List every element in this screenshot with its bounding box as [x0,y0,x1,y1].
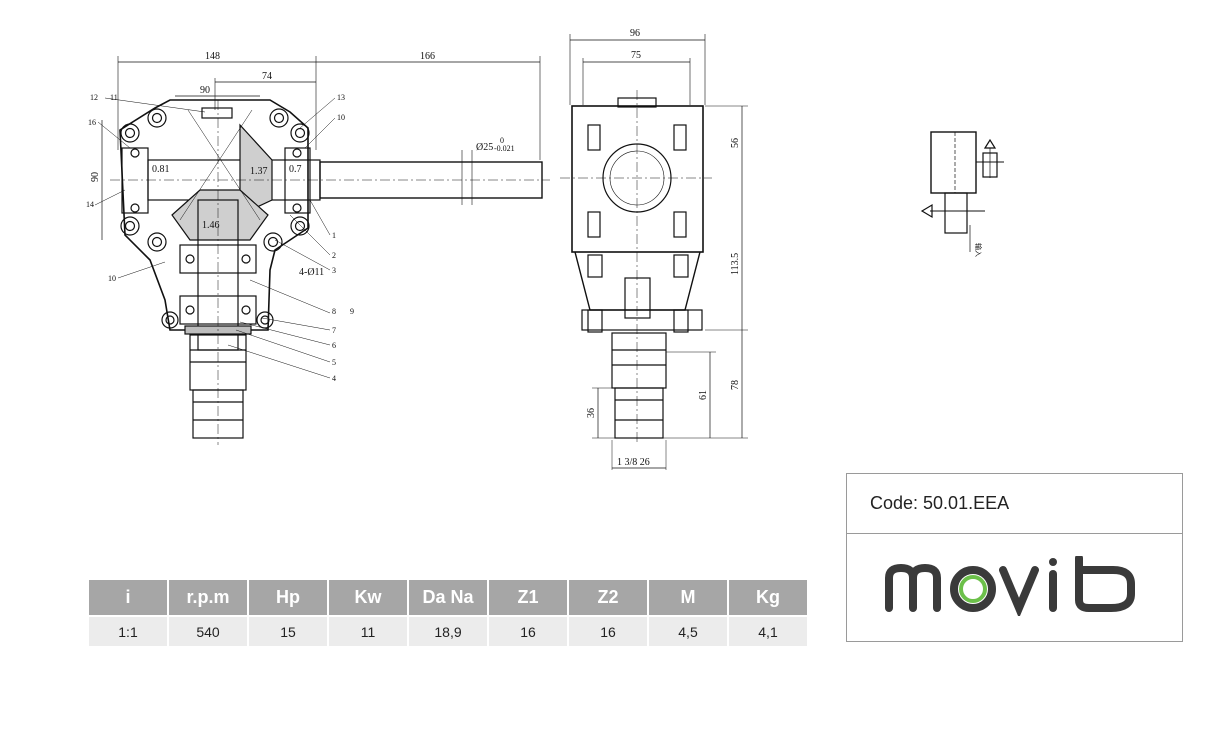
product-code-box: Code: 50.01.EEA [846,473,1183,642]
table-row: 1:1 540 15 11 18,9 16 16 4,5 4,1 [89,615,807,646]
movit-logo [885,556,1135,616]
callout-4: 4 [332,374,336,383]
cell-dana: 18,9 [408,615,489,646]
specs-header-row: i r.p.m Hp Kw Da Na Z1 Z2 M Kg [89,580,807,616]
specs-table: i r.p.m Hp Kw Da Na Z1 Z2 M Kg 1:1 540 1… [89,580,807,646]
callout-12: 12 [90,93,98,102]
cell-i: 1:1 [89,615,169,646]
dim-shaft-len: 61 [698,390,709,400]
dim-bolt-holes: 4-Ø11 [299,267,324,278]
dim-width-inner: 75 [631,50,641,61]
cell-rpm: 540 [168,615,249,646]
cell-kg: 4,1 [728,615,807,646]
dim-center-offset: 74 [262,71,272,82]
cell-m: 4,5 [648,615,729,646]
front-view [94,56,550,445]
header-dana: Da Na [408,580,489,616]
dim-overall-right: 166 [420,51,435,62]
dim-spline-len: 36 [586,408,597,418]
side-view [560,34,748,470]
callout-11: 11 [110,93,118,102]
header-kg: Kg [728,580,807,616]
schematic-symbol [920,131,1004,252]
cell-z2: 16 [568,615,649,646]
header-z2: Z2 [568,580,649,616]
header-hp: Hp [248,580,329,616]
header-m: M [648,580,729,616]
cell-z1: 16 [488,615,569,646]
dim-shaft-tol-bottom: -0.021 [494,144,515,153]
header-z1: Z1 [488,580,569,616]
callout-13: 13 [337,93,345,102]
header-rpm: r.p.m [168,580,249,616]
callout-5: 5 [332,358,336,367]
dim-height-top: 56 [730,138,741,148]
product-code: Code: 50.01.EEA [847,474,1182,534]
dim-width-outer: 96 [630,28,640,39]
dim-gear-gap: 1.46 [202,220,220,231]
dim-height-mid: 113.5 [730,253,741,275]
callout-1: 1 [332,231,336,240]
cell-hp: 15 [248,615,329,646]
dim-bearing-b: 1.37 [250,166,268,177]
dim-shaft-tol-top: 0 [500,136,504,145]
callout-3: 3 [332,266,336,275]
callout-2: 2 [332,251,336,260]
dim-top-width: 90 [200,85,210,96]
dim-height-left: 90 [90,172,101,182]
dim-shaft-dia: Ø25 [476,142,493,153]
callout-10-right: 10 [337,113,345,122]
dim-spline-dia: 1 3/8 26 [617,457,650,468]
dim-bearing-a: 0.81 [152,164,170,175]
dim-bearing-c: 0.7 [289,164,302,175]
callout-10-left: 10 [108,274,116,283]
callout-8: 8 [332,307,336,316]
callout-9: 9 [350,307,354,316]
technical-drawing: 148 166 74 90 90 Ø25 0 -0.021 0.81 1.37 … [86,28,1004,470]
callout-6: 6 [332,341,336,350]
dim-overall-left: 148 [205,51,220,62]
callout-7: 7 [332,326,336,335]
callout-16: 16 [88,118,96,127]
input-label: 输入 [974,243,983,257]
header-i: i [89,580,169,616]
cell-kw: 11 [328,615,409,646]
callout-14: 14 [86,200,94,209]
header-kw: Kw [328,580,409,616]
dim-height-total: 78 [730,380,741,390]
